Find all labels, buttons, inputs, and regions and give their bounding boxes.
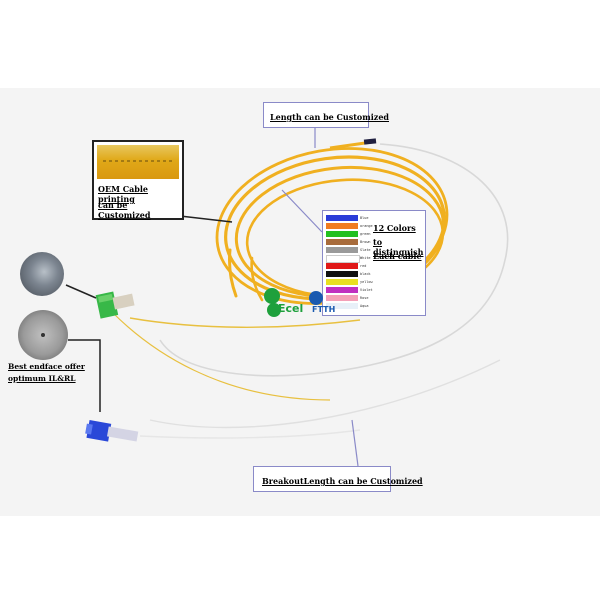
color-swatch-name: Aqua	[360, 304, 369, 308]
color-swatch	[326, 263, 358, 269]
oem-callout: OEM Cable printing can be Customized	[92, 140, 184, 220]
color-swatch-name: White	[360, 256, 371, 260]
color-swatch	[326, 303, 358, 309]
endface-image-1	[20, 252, 64, 296]
color-swatch-name: Rose	[360, 296, 369, 300]
yellow-fiber	[129, 317, 361, 328]
endface-callout-line	[68, 339, 101, 412]
blue-connector	[85, 420, 139, 442]
breakout-callout: BreakoutLength can be Customized	[253, 466, 423, 492]
color-swatch-name: Blue	[360, 216, 369, 220]
cable-end-tip	[363, 138, 377, 145]
color-swatch-name: yellow	[360, 280, 373, 284]
color-swatch-name: Brown	[360, 240, 371, 244]
color-swatch	[326, 287, 358, 293]
green-connector	[95, 291, 135, 319]
color-swatch	[326, 255, 360, 263]
color-swatch-name: Violet	[360, 288, 373, 292]
length-callout: Length can be Customized	[263, 102, 389, 128]
color-swatch	[326, 247, 358, 253]
color-swatch	[326, 279, 358, 285]
oem-callout-line	[179, 215, 233, 223]
logo-left-word: Ecel	[278, 302, 303, 315]
color-swatch	[326, 231, 358, 237]
color-swatch-name: Slate	[360, 248, 371, 252]
oem-text-line1: OEM Cable printing	[98, 184, 148, 204]
color-swatch-name: black	[360, 272, 371, 276]
breakout-fiber	[159, 143, 509, 377]
colors-text-line1: 12 Colors	[373, 223, 416, 233]
ecel-ftth-logo: Ecel FTTH	[264, 288, 335, 317]
breakout-callout-text: BreakoutLength can be Customized	[262, 476, 423, 486]
cable-printing-thumbnail	[97, 145, 179, 179]
logo-right-word: FTTH	[312, 305, 335, 314]
color-swatch-name: orange	[360, 224, 373, 228]
endface-text-line1: Best endface offer	[8, 362, 85, 371]
endface-image-2	[18, 310, 68, 360]
endface-text-line2: optimum IL&RL	[8, 374, 76, 383]
breakout-callout-line	[351, 419, 359, 467]
color-swatch	[326, 271, 358, 277]
oem-text-line2: can be Customized	[98, 200, 151, 220]
color-swatch	[326, 295, 358, 301]
color-swatch	[326, 239, 358, 245]
color-swatch	[326, 223, 358, 229]
color-swatch-name: green	[360, 232, 371, 236]
color-swatch	[326, 215, 358, 221]
colors-text-line2: to distinguish	[373, 237, 424, 257]
colors-callout-line	[281, 189, 323, 233]
color-swatch-name: red	[360, 264, 367, 268]
length-callout-text: Length can be Customized	[270, 112, 389, 122]
colors-text-line3: Each cable	[373, 251, 422, 261]
